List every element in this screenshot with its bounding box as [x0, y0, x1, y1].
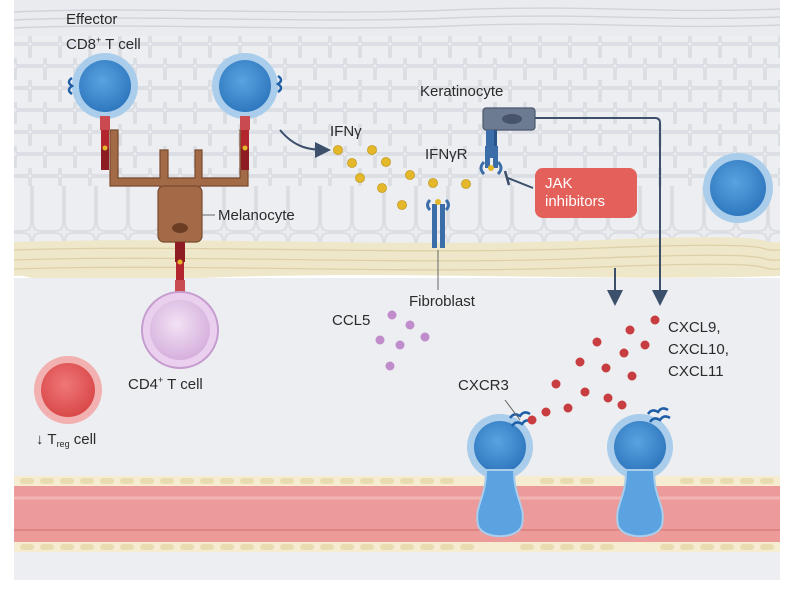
- label-fibroblast: Fibroblast: [409, 293, 475, 310]
- label-ccl5: CCL5: [332, 312, 371, 329]
- jak-label-line2: inhibitors: [545, 193, 606, 210]
- cxcr3-t-cell-right: [607, 407, 673, 538]
- basement-membrane: [13, 237, 781, 281]
- effector-cd8-t-cell-right: [212, 53, 283, 170]
- label-ifng: IFNγ: [330, 123, 362, 140]
- label-melanocyte: Melanocyte: [218, 207, 295, 224]
- label-treg-cell: ↓ Treg cell: [36, 431, 97, 449]
- inhibition-bar-icon: [503, 170, 534, 189]
- keratinocyte-cxcl-arrow-icon: [535, 117, 668, 306]
- effector-cd8-t-cell-left: [67, 53, 138, 170]
- melanocyte-cell: [109, 129, 249, 243]
- label-keratinocyte: Keratinocyte: [420, 83, 504, 100]
- ifngr-receptor-keratinocyte: [479, 146, 503, 176]
- jak-inhibitors-box: JAK inhibitors: [535, 168, 637, 218]
- jak-label-line1: JAK: [545, 175, 573, 192]
- keratinocyte-cell: [482, 107, 536, 158]
- fibroblast-receptor: [426, 198, 450, 290]
- label-ifngr: IFNγR: [425, 146, 468, 163]
- t-cell-epidermis-right: [703, 153, 773, 223]
- cxcl-molecules: [527, 315, 660, 425]
- label-cxcl9: CXCL9,: [668, 319, 721, 336]
- label-effector: Effector: [66, 11, 118, 28]
- cxcr3-t-cell-left: [467, 399, 533, 538]
- blood-vessel: [14, 476, 780, 552]
- treg-cell: [34, 356, 102, 424]
- label-cd4-t-cell: CD4+ T cell: [128, 375, 203, 393]
- ifng-molecules: [333, 145, 471, 210]
- ccl5-molecules: [375, 310, 430, 371]
- label-cxcl10: CXCL10,: [668, 341, 729, 358]
- label-cd8-t-cell: CD8+ T cell: [66, 35, 141, 53]
- cd4-t-cell: [141, 242, 219, 369]
- label-cxcr3: CXCR3: [458, 377, 509, 394]
- label-cxcl11: CXCL11: [668, 363, 724, 380]
- ifng-release-arrow-icon: [279, 129, 331, 158]
